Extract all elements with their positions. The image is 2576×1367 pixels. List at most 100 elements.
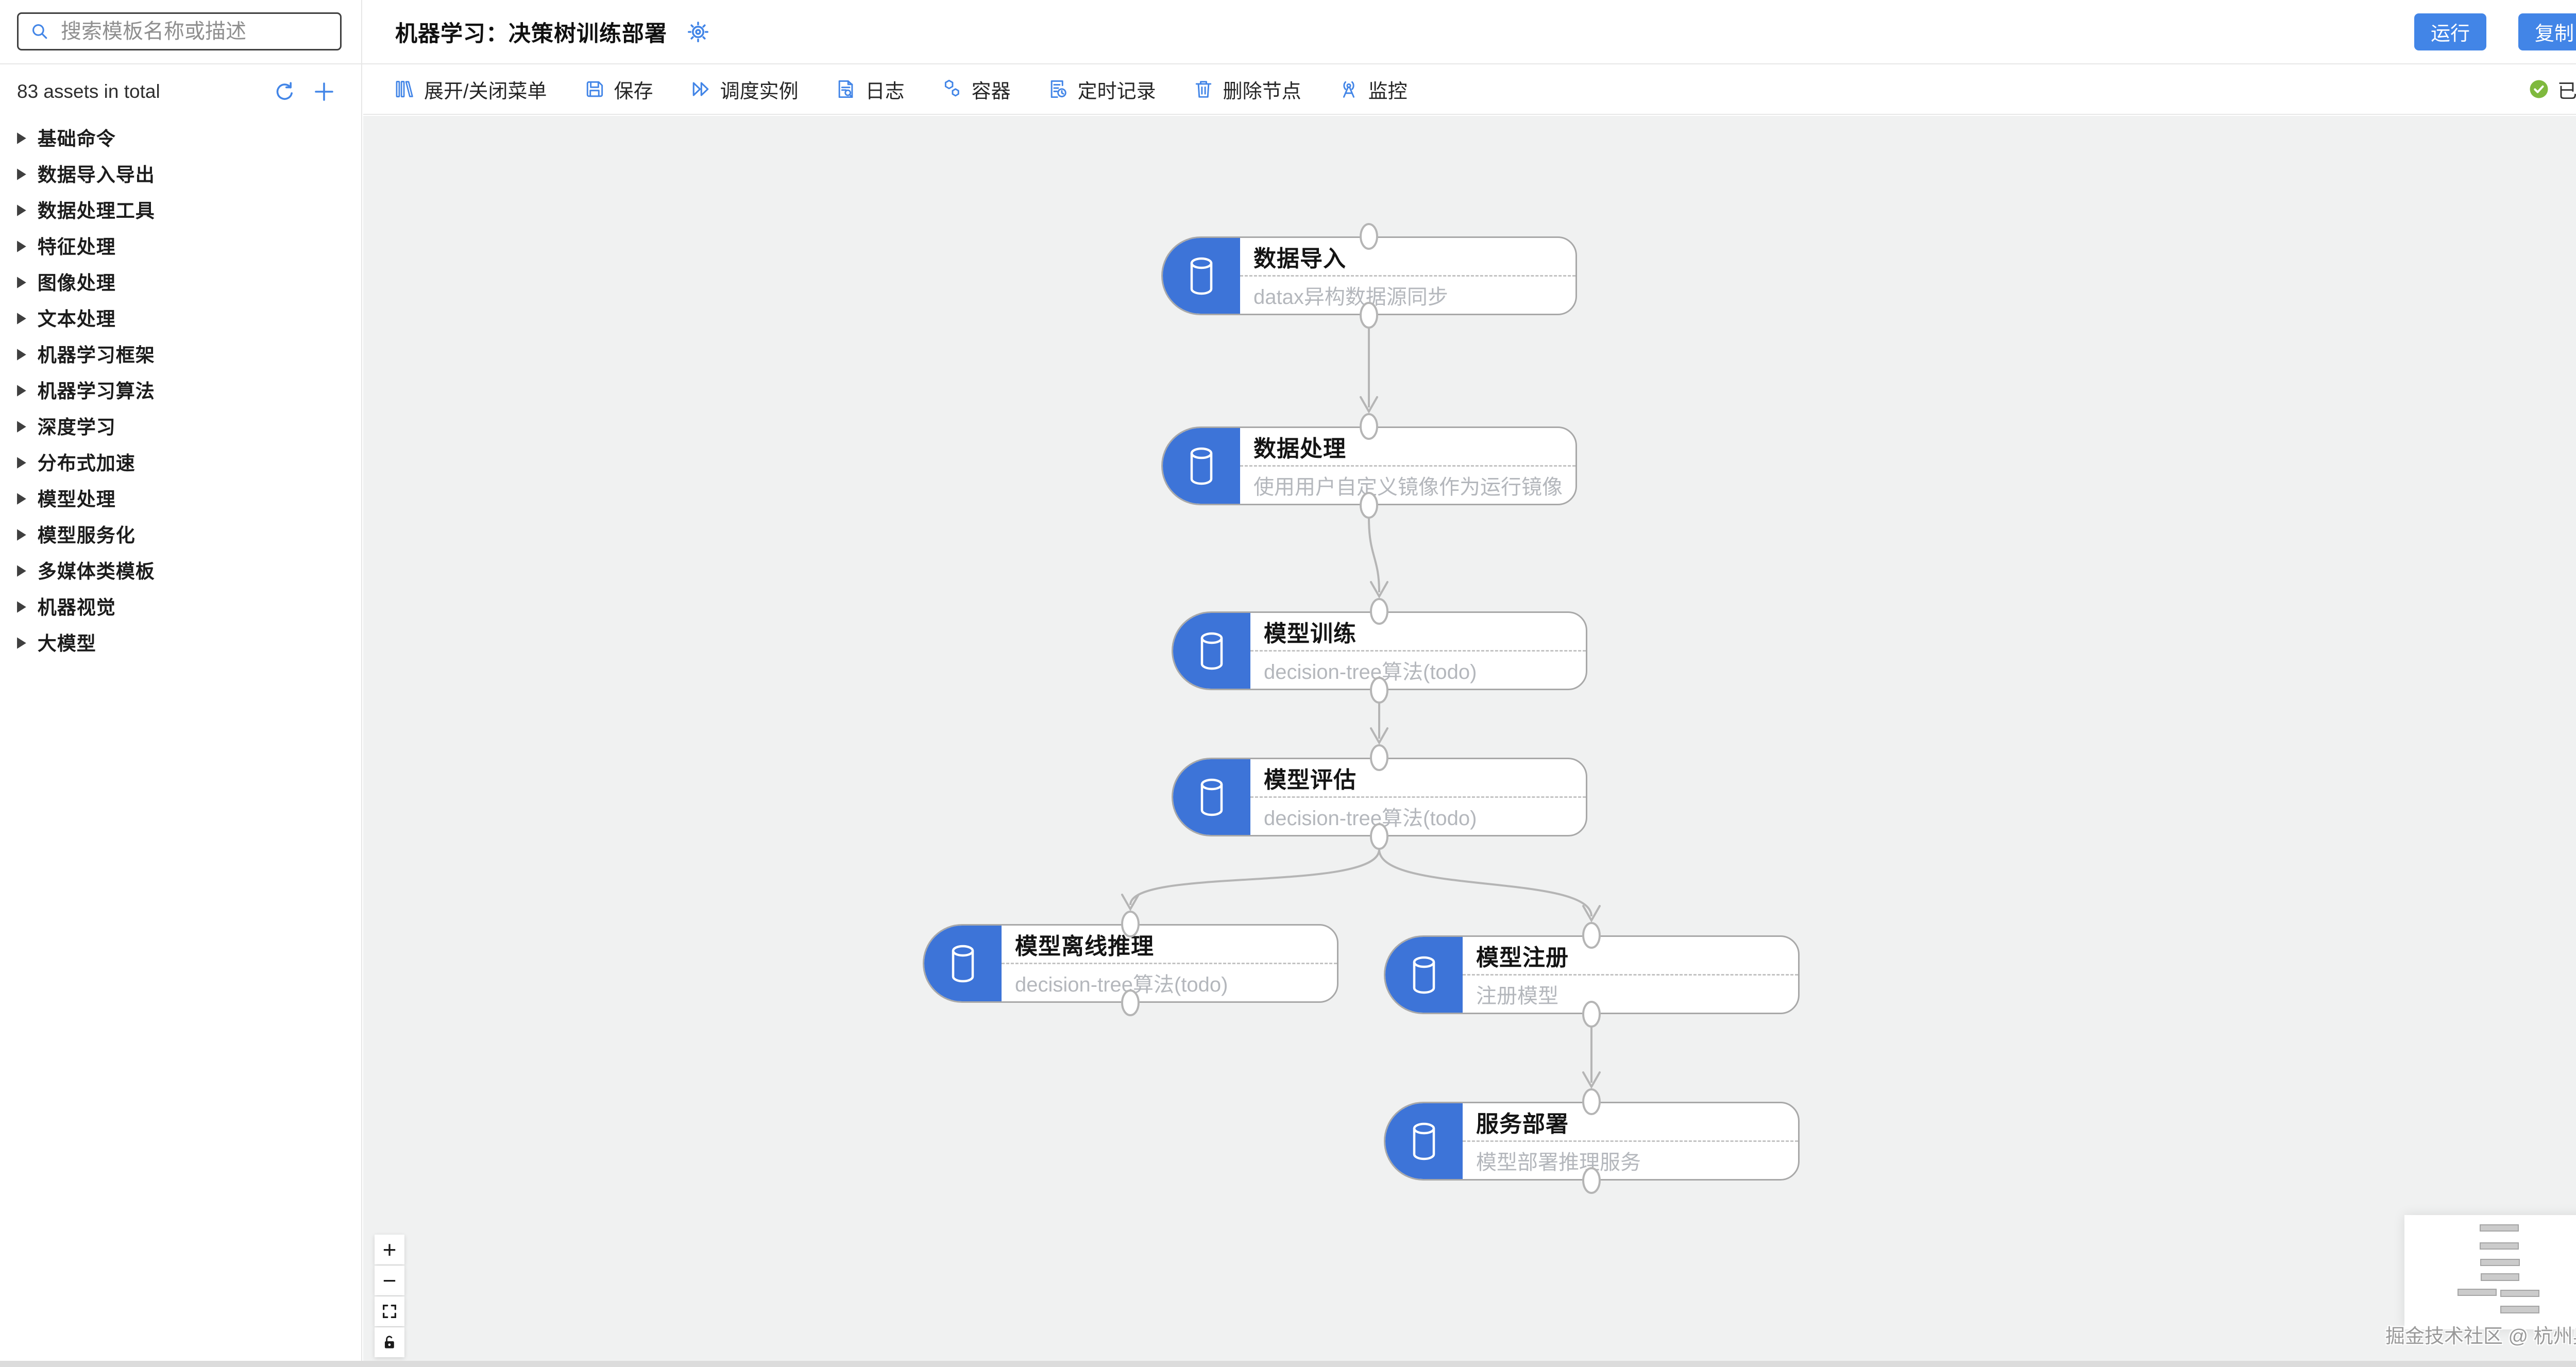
toolbar-item-save[interactable]: 保存 — [583, 75, 653, 104]
pipeline-node-service-deploy[interactable]: 服务部署模型部署推理服务 — [1384, 1102, 1800, 1181]
toolbar-item-timer-record[interactable]: 定时记录 — [1047, 75, 1156, 104]
timer-record-icon — [1050, 80, 1066, 98]
sidebar-category-11[interactable]: ▶ 模型服务化 — [0, 516, 361, 552]
gear-icon — [688, 21, 708, 42]
sidebar-category-6[interactable]: ▶ 机器学习框架 — [0, 335, 361, 371]
caret-right-icon: ▶ — [17, 561, 26, 578]
sidebar-category-label: 深度学习 — [37, 417, 116, 438]
saved-status-label: 已保存 — [2557, 80, 2576, 102]
toolbar-item-monitor[interactable]: 监控 — [1337, 75, 1408, 104]
toolbar-item-logs[interactable]: 日志 — [835, 75, 905, 104]
caret-right-icon: ▶ — [17, 236, 26, 253]
template-category-list: ▶基础命令▶数据导入导出▶数据处理工具▶特征处理▶图像处理▶文本处理▶机器学习框… — [0, 119, 361, 660]
search-icon — [32, 24, 47, 39]
node-subtitle: 注册模型 — [1476, 985, 1558, 1007]
caret-right-icon: ▶ — [17, 200, 26, 217]
minimap[interactable] — [2404, 1215, 2576, 1329]
container-icon — [944, 79, 959, 97]
pipeline-settings-button[interactable] — [686, 20, 710, 44]
horizontal-scrollbar[interactable] — [0, 1361, 2576, 1367]
database-icon — [1200, 778, 1223, 816]
node-icon-block — [1385, 1103, 1463, 1179]
sidebar-category-14[interactable]: ▶大模型 — [0, 624, 361, 660]
sidebar-category-label: 数据导入导出 — [37, 164, 155, 185]
zoom-in-button[interactable]: + — [375, 1235, 404, 1265]
search-input[interactable] — [61, 20, 330, 43]
database-icon — [952, 945, 974, 982]
sidebar-category-9[interactable]: ▶分布式加速 — [0, 443, 361, 480]
minimap-node-bar — [2500, 1306, 2539, 1313]
assets-row: 83 assets in total — [0, 64, 361, 119]
header-divider — [0, 63, 2576, 64]
caret-right-icon: ▶ — [17, 164, 26, 181]
watermark-text: 掘金技术社区 @ 杭州奥零数据科技 — [2385, 1326, 2576, 1347]
sidebar-category-8[interactable]: ▶ 深度学习 — [0, 407, 361, 443]
toolbar-item-container[interactable]: 容器 — [941, 75, 1011, 104]
pipeline-node-model-register[interactable]: 模型注册注册模型 — [1384, 935, 1800, 1014]
header-bar: 机器学习：决策树训练部署 运行 复制 — [363, 0, 2576, 63]
sidebar-category-7[interactable]: ▶机器学习算法 — [0, 371, 361, 407]
sidebar-category-label: 数据处理工具 — [37, 200, 155, 221]
toolbar-item-label: 容器 — [971, 80, 1011, 102]
sidebar-category-label: 模型服务化 — [37, 525, 135, 546]
edge-model-eval-to-model-register — [1378, 849, 1592, 917]
database-icon — [1413, 956, 1435, 994]
node-divider — [1240, 275, 1575, 277]
sidebar-category-10[interactable]: ▶模型处理 — [0, 480, 361, 516]
edge-arrowhead-icon — [1582, 1071, 1601, 1089]
run-button[interactable]: 运行 — [2414, 13, 2486, 50]
toolbar-item-label: 保存 — [614, 80, 653, 102]
monitor-icon — [1343, 81, 1354, 98]
sidebar-category-4[interactable]: ▶图像处理 — [0, 263, 361, 299]
caret-right-icon: ▶ — [17, 272, 26, 289]
sidebar-category-label: 机器学习框架 — [37, 345, 155, 366]
node-title: 数据导入 — [1253, 246, 1346, 271]
edge-arrowhead-icon — [1370, 727, 1388, 745]
node-divider — [1002, 963, 1337, 964]
sidebar-category-label: 特征处理 — [37, 236, 116, 258]
sidebar-category-12[interactable]: ▶多媒体类模板 — [0, 552, 361, 588]
sidebar-category-label: 基础命令 — [37, 128, 116, 149]
copy-button[interactable]: 复制 — [2518, 13, 2576, 50]
node-divider — [1250, 650, 1586, 652]
toolbar-item-delete-node[interactable]: 删除节点 — [1192, 75, 1301, 104]
save-icon — [586, 81, 603, 97]
sidebar-category-1[interactable]: ▶ 数据导入导出 — [0, 155, 361, 191]
toolbar-item-expand-menu[interactable]: 展开/关闭菜单 — [393, 75, 547, 104]
lock-button[interactable] — [375, 1327, 404, 1357]
zoom-controls: + − — [375, 1235, 404, 1358]
fit-view-button[interactable] — [375, 1296, 404, 1326]
refresh-icon[interactable] — [273, 79, 297, 104]
sidebar-category-label: 分布式加速 — [37, 453, 135, 474]
zoom-out-button[interactable]: − — [375, 1266, 404, 1295]
sidebar-category-13[interactable]: ▶ 机器视觉 — [0, 588, 361, 624]
pipeline-node-data-process[interactable]: 数据处理使用用户自定义镜像作为运行镜像 — [1161, 426, 1577, 505]
caret-right-icon: ▶ — [17, 597, 26, 614]
toolbar-item-label: 监控 — [1368, 80, 1408, 102]
toolbar-item-schedule-instance[interactable]: 调度实例 — [689, 75, 799, 104]
node-icon-block — [1173, 759, 1250, 835]
node-title: 模型离线推理 — [1015, 934, 1154, 959]
add-template-icon[interactable] — [312, 79, 336, 104]
caret-right-icon: ▶ — [17, 525, 26, 542]
node-icon-block — [1163, 428, 1240, 504]
sidebar-category-label: 机器视觉 — [37, 597, 116, 618]
node-body: 服务部署模型部署推理服务 — [1463, 1103, 1798, 1179]
toolbar-item-label: 展开/关闭菜单 — [424, 80, 547, 102]
caret-right-icon: ▶ — [17, 417, 26, 434]
caret-right-icon: ▶ — [17, 345, 26, 362]
sidebar-category-label: 文本处理 — [37, 309, 116, 330]
sidebar-category-0[interactable]: ▶基础命令 — [0, 119, 361, 155]
search-box[interactable] — [17, 12, 342, 50]
sidebar-category-5[interactable]: ▶文本处理 — [0, 299, 361, 335]
sidebar-category-2[interactable]: ▶ 数据处理工具 — [0, 191, 361, 227]
sidebar-category-3[interactable]: ▶ 特征处理 — [0, 227, 361, 263]
